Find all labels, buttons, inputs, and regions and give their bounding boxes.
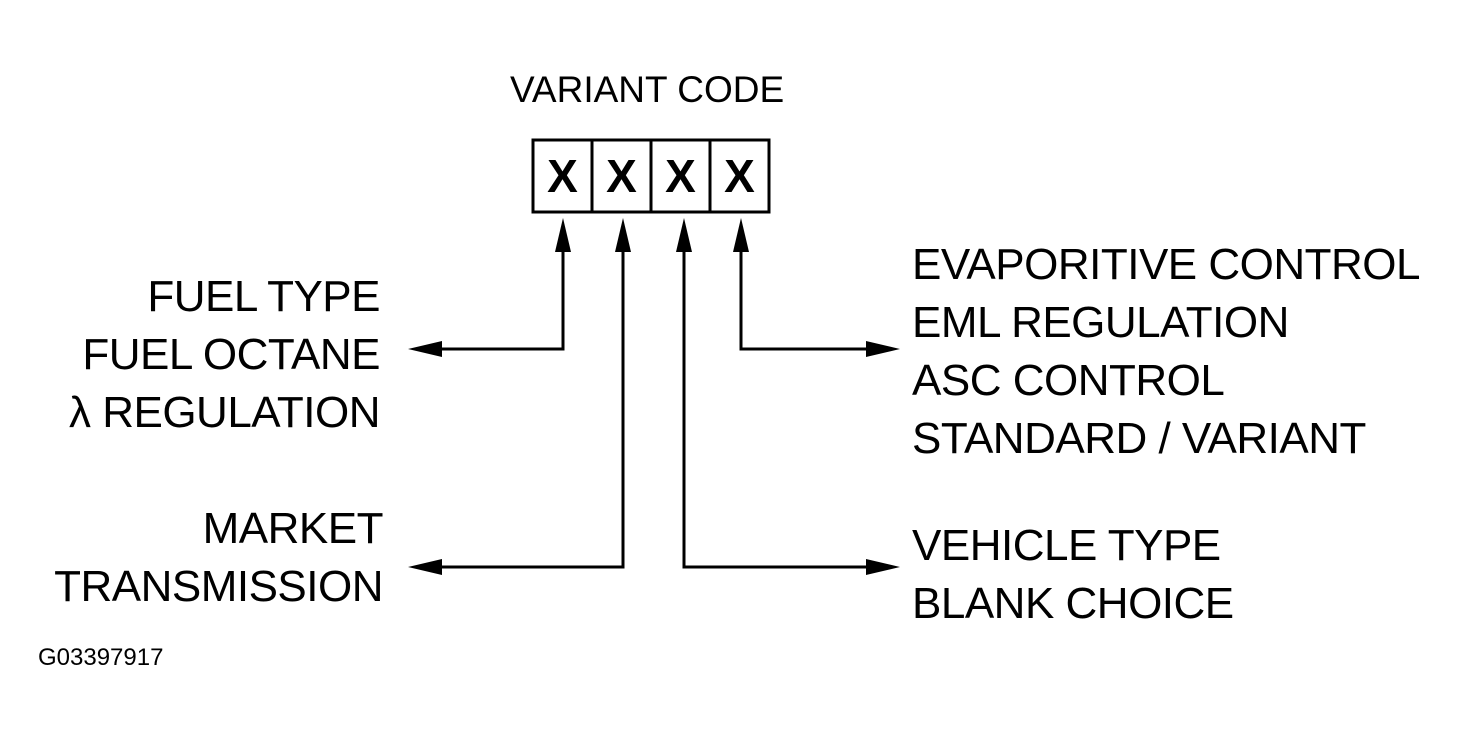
arrowhead-left-2 xyxy=(408,559,442,575)
label-fuel-octane: FUEL OCTANE xyxy=(82,330,380,379)
arrowhead-up-4 xyxy=(733,218,749,252)
connector-line-1 xyxy=(440,248,565,351)
label-blank-choice: BLANK CHOICE xyxy=(912,579,1234,628)
label-vehicle-type: VEHICLE TYPE xyxy=(912,521,1221,570)
arrowhead-right-3 xyxy=(866,559,900,575)
label-eml-regulation: EML REGULATION xyxy=(912,298,1289,347)
label-transmission: TRANSMISSION xyxy=(54,562,383,611)
label-fuel-type: FUEL TYPE xyxy=(147,272,380,321)
label-evaporitive-control: EVAPORITIVE CONTROL xyxy=(912,240,1421,289)
connector-line-3 xyxy=(682,248,866,569)
arrowhead-right-4 xyxy=(866,341,900,357)
label-lambda-regulation: λ REGULATION xyxy=(68,388,381,437)
connector-line-4 xyxy=(739,248,866,351)
right-bottom-label-group: VEHICLE TYPE BLANK CHOICE xyxy=(912,517,1234,633)
arrowhead-up-3 xyxy=(676,218,692,252)
label-asc-control: ASC CONTROL xyxy=(912,356,1225,405)
connector-line-2 xyxy=(440,248,625,569)
label-market: MARKET xyxy=(202,504,384,553)
figure-id: G03397917 xyxy=(38,644,164,671)
arrowhead-up-2 xyxy=(615,218,631,252)
right-top-label-group: EVAPORITIVE CONTROL EML REGULATION ASC C… xyxy=(912,236,1421,468)
left-bottom-label-group: MARKET TRANSMISSION xyxy=(54,500,383,616)
label-standard-variant: STANDARD / VARIANT xyxy=(912,414,1366,463)
arrowhead-up-1 xyxy=(555,218,571,252)
left-top-label-group: FUEL TYPE FUEL OCTANE λ REGULATION xyxy=(68,268,381,442)
code-cell-3: X xyxy=(665,150,696,202)
diagram-title: VARIANT CODE xyxy=(510,69,785,110)
code-cell-2: X xyxy=(606,150,637,202)
code-cell-4: X xyxy=(724,150,755,202)
arrowhead-left-1 xyxy=(408,341,442,357)
code-cell-1: X xyxy=(547,150,578,202)
